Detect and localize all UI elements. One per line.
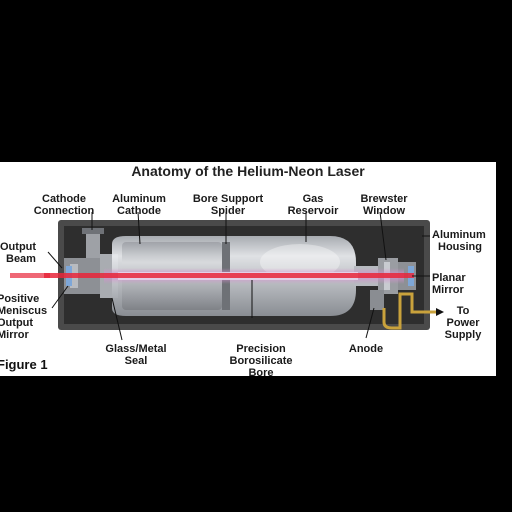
diagram-title: Anatomy of the Helium-Neon Laser xyxy=(131,163,365,179)
figure-label: Figure 1 xyxy=(0,357,48,372)
laser-diagram xyxy=(10,211,444,341)
anode xyxy=(370,290,384,310)
cathode-connection xyxy=(86,230,100,258)
power-supply-wire xyxy=(382,292,436,330)
laser-beam xyxy=(44,273,414,278)
arrow-to-power xyxy=(436,308,444,316)
diagram-panel: Anatomy of the Helium-Neon Laser Cathode… xyxy=(0,162,496,376)
label-anode: Anode xyxy=(348,343,384,355)
label-positive-meniscus-mirror: Positive Meniscus Output Mirror xyxy=(0,293,48,341)
